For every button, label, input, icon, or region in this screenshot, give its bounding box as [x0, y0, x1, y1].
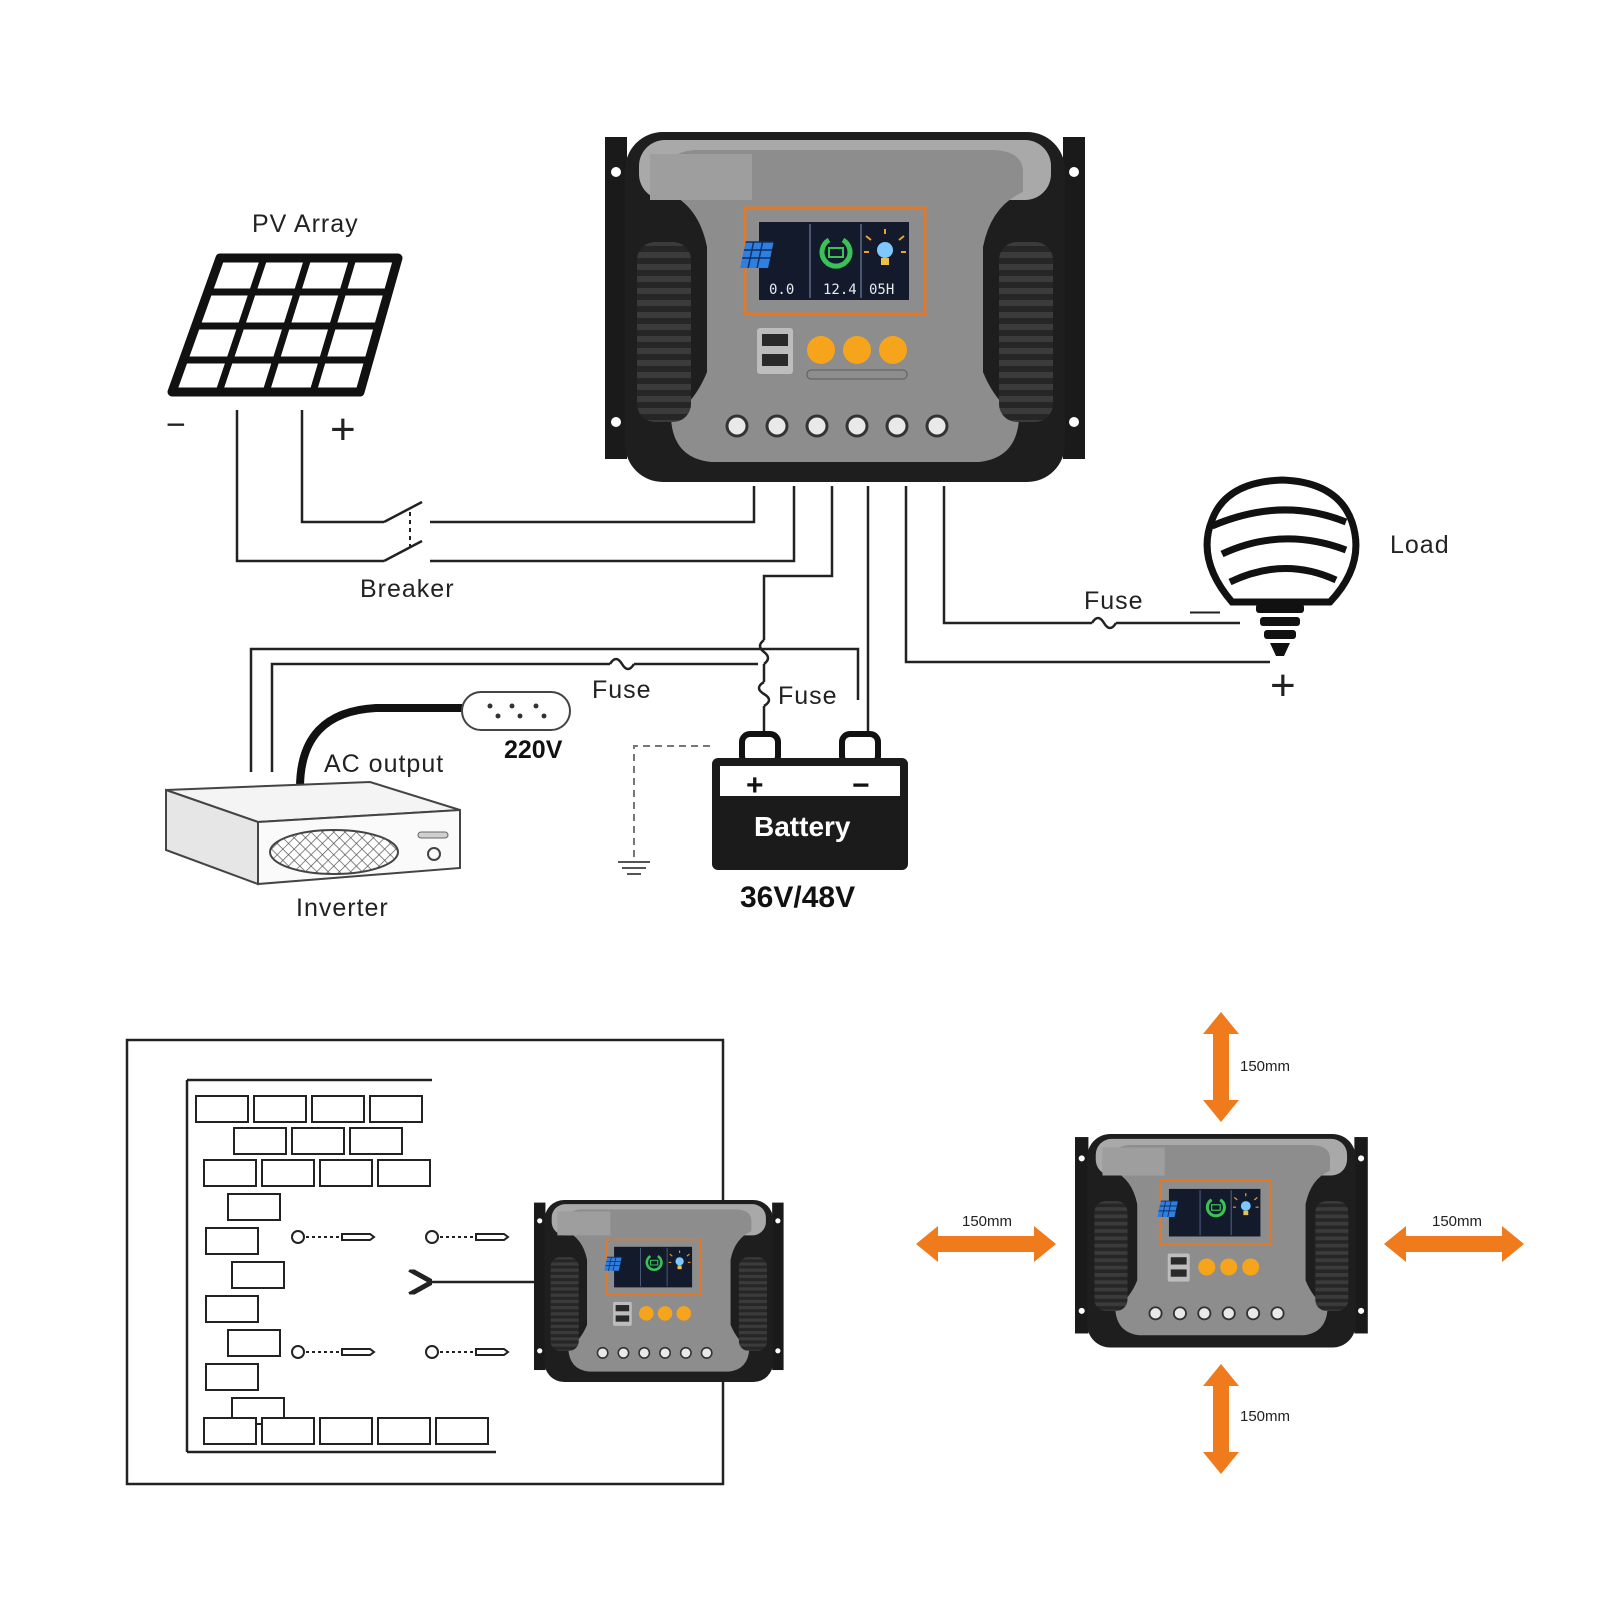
- battery-minus-sign: −: [852, 769, 870, 802]
- fuse-inverter-label: Fuse: [592, 676, 652, 704]
- clearance-right-label: 150mm: [1432, 1213, 1482, 1230]
- clearance-top-label: 150mm: [1240, 1058, 1290, 1075]
- inverter-label: Inverter: [296, 894, 389, 922]
- load-bulb-icon: [1203, 476, 1360, 656]
- pv-plus-sign: +: [330, 405, 357, 454]
- charge-controller-wall: [532, 1198, 785, 1384]
- load-wiring: [904, 486, 1270, 664]
- down-button[interactable]: [879, 336, 907, 364]
- pv-minus-sign: −: [166, 406, 187, 444]
- load-label: Load: [1390, 531, 1450, 559]
- ac-voltage-label: 220V: [504, 736, 563, 764]
- lcd-battery-value: 12.4: [823, 282, 857, 298]
- ac-output-cable: [296, 704, 462, 789]
- breaker-label: Breaker: [360, 575, 455, 603]
- inverter-icon: [165, 780, 461, 886]
- menu-button[interactable]: [807, 336, 835, 364]
- load-plus-sign: +: [1270, 661, 1297, 710]
- battery-icon: [712, 731, 908, 870]
- pv-array-icon: [167, 253, 403, 397]
- wall-anchors: [291, 1230, 510, 1359]
- clearance-arrow-left: [916, 1226, 1056, 1262]
- charge-controller-main: 0.0 12.4 05H: [605, 132, 1085, 482]
- clearance-arrow-right: [1384, 1226, 1524, 1262]
- ac-output-label: AC output: [324, 750, 444, 778]
- clearance-arrow-top: [1203, 1012, 1239, 1122]
- terminal-screws: [725, 414, 949, 438]
- lcd-load-value: 05H: [869, 282, 894, 298]
- fuse-battery-label: Fuse: [778, 682, 838, 710]
- charge-controller-clearance: [1073, 1132, 1370, 1350]
- pv-wiring: [235, 410, 796, 563]
- clearance-bottom-label: 150mm: [1240, 1408, 1290, 1425]
- battery-inverter-wiring: [249, 486, 870, 772]
- load-minus-sign: —: [1190, 594, 1221, 627]
- clearance-left-label: 150mm: [962, 1213, 1012, 1230]
- up-button[interactable]: [843, 336, 871, 364]
- power-strip-icon: [461, 691, 571, 731]
- battery-voltage-label: 36V/48V: [740, 881, 855, 914]
- battery-plus-sign: +: [746, 769, 764, 802]
- ground-symbol: [618, 745, 710, 875]
- usb-ports: [757, 328, 793, 374]
- battery-label: Battery: [754, 811, 851, 842]
- pv-array-label: PV Array: [252, 210, 359, 238]
- clearance-arrow-bottom: [1203, 1364, 1239, 1474]
- fuse-load-label: Fuse: [1084, 587, 1144, 615]
- lcd-pv-value: 0.0: [769, 282, 794, 298]
